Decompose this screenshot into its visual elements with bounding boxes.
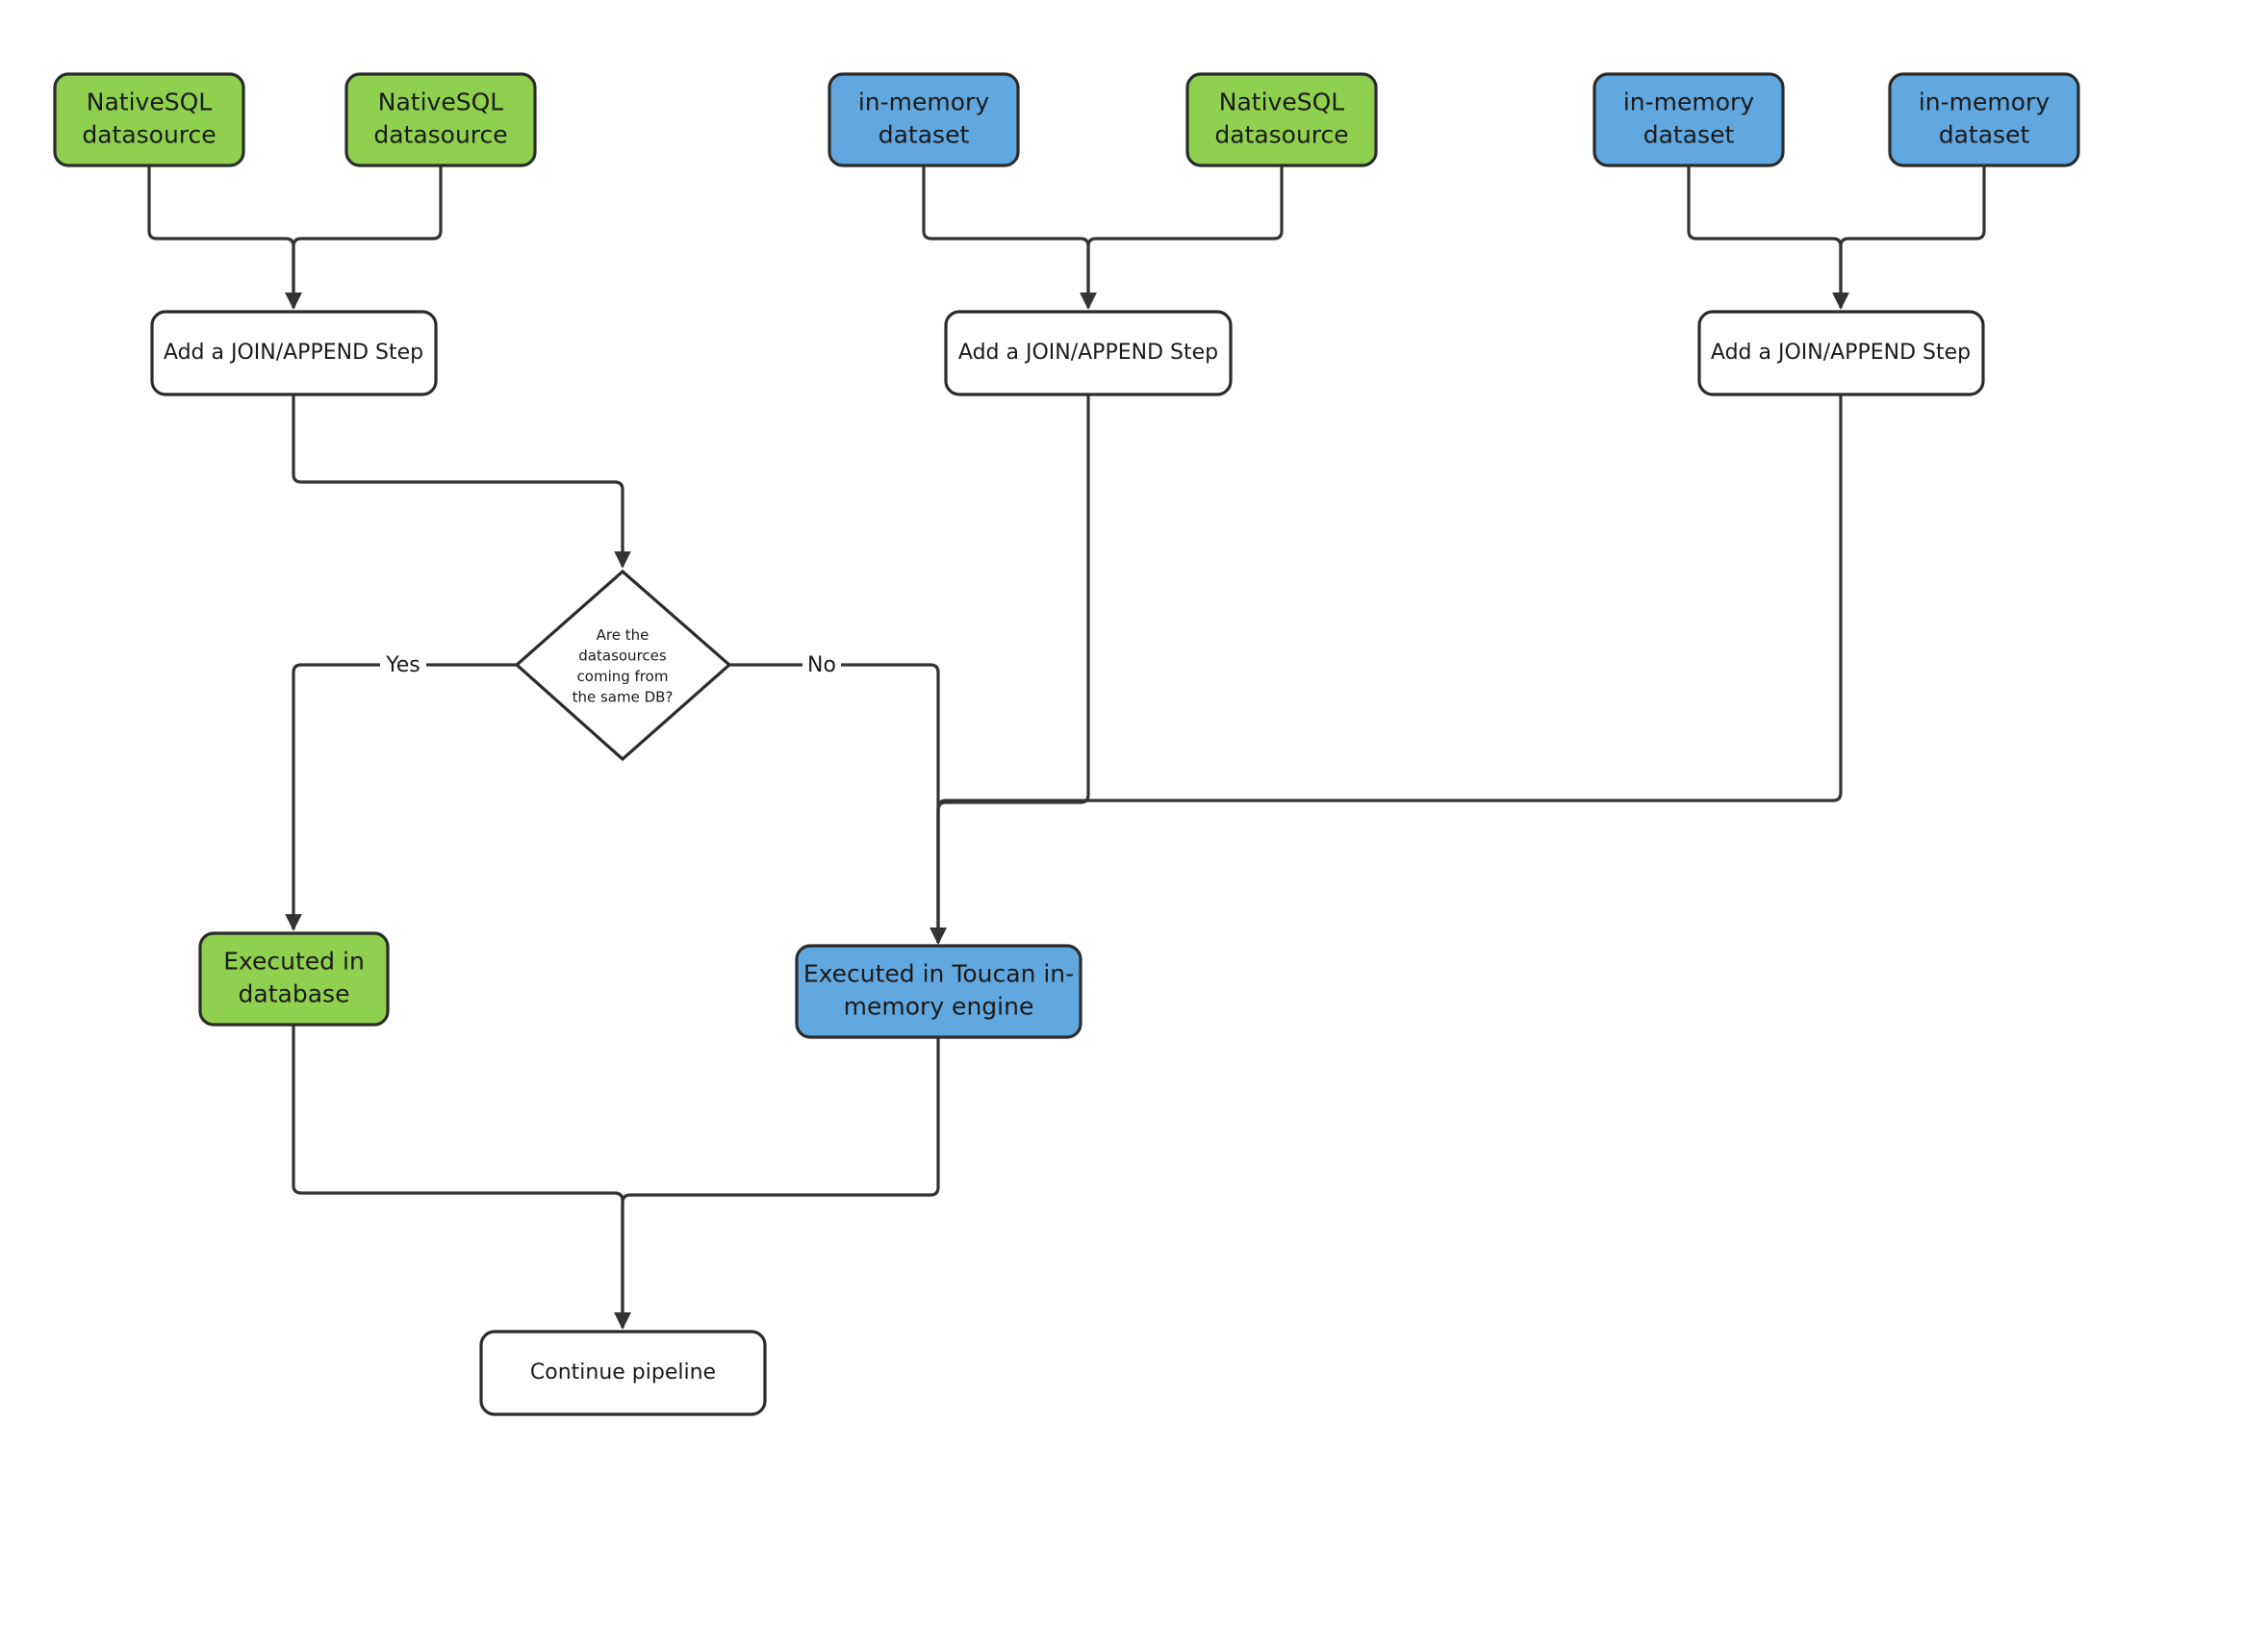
connector-join3-toucan <box>930 394 1843 945</box>
svg-text:Continue pipeline: Continue pipeline <box>530 1360 716 1385</box>
connector-s4-join2 <box>1080 165 1284 310</box>
edge-label-no: No <box>802 650 841 679</box>
connector-toucan-continue <box>614 1037 940 1330</box>
connector-decision-no <box>729 663 947 945</box>
svg-text:Add a JOIN/APPEND Step: Add a JOIN/APPEND Step <box>958 341 1218 365</box>
connector-join2-toucan <box>930 394 1090 945</box>
join-append-step-1[interactable]: Add a JOIN/APPEND Step <box>150 310 438 396</box>
svg-text:Add a JOIN/APPEND Step: Add a JOIN/APPEND Step <box>1711 341 1971 365</box>
connector-s2-join1 <box>285 165 443 310</box>
connector-join1-decision <box>292 394 631 569</box>
connector-s5-join3 <box>1687 165 1849 310</box>
svg-text:No: No <box>807 653 836 677</box>
outcome-executed-in-toucan-engine[interactable]: Executed in Toucan in-memory engine <box>795 944 1082 1039</box>
continue-pipeline-step[interactable]: Continue pipeline <box>479 1330 767 1416</box>
connectors <box>147 165 1986 1330</box>
join-append-step-3[interactable]: Add a JOIN/APPEND Step <box>1697 310 1985 396</box>
svg-text:Executed in Toucan in-memory e: Executed in Toucan in-memory engine <box>803 960 1074 1021</box>
svg-text:Yes: Yes <box>385 653 420 677</box>
connector-database-continue <box>292 1025 631 1330</box>
edge-label-yes: Yes <box>380 650 426 679</box>
connector-s6-join3 <box>1832 165 1986 310</box>
svg-text:Add a JOIN/APPEND Step: Add a JOIN/APPEND Step <box>164 341 423 365</box>
connector-decision-yes <box>285 663 517 931</box>
connector-s3-join2 <box>922 165 1097 310</box>
join-append-step-2[interactable]: Add a JOIN/APPEND Step <box>944 310 1233 396</box>
connector-s1-join1 <box>147 165 302 310</box>
